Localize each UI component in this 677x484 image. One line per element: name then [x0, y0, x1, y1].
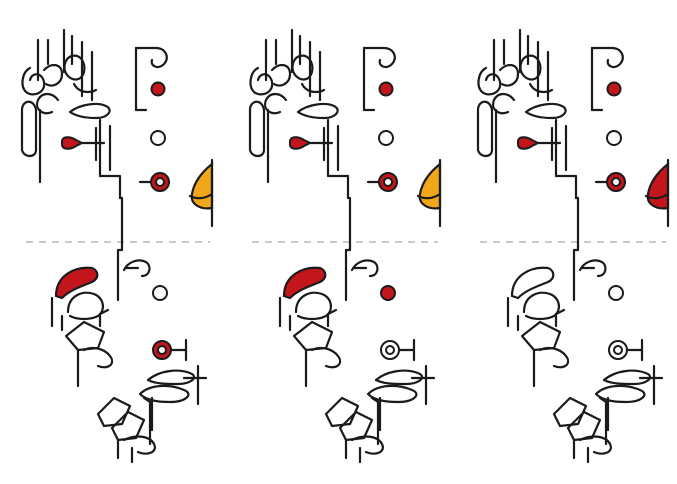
lower-cap	[282, 266, 327, 300]
upper-red-dot	[606, 81, 622, 97]
lower-cap	[54, 266, 99, 300]
upper-side	[418, 161, 442, 210]
lower-dot	[152, 285, 168, 301]
panel-left	[20, 28, 214, 464]
panel-middle	[248, 28, 442, 464]
lower-cap	[510, 266, 555, 300]
upper-red-dot	[378, 81, 394, 97]
upper-side	[190, 161, 214, 210]
lower-dot	[380, 285, 396, 301]
panel-right	[476, 28, 670, 464]
panels-group	[20, 28, 670, 464]
lower-dot	[608, 285, 624, 301]
upper-side	[646, 161, 670, 210]
upper-red-dot	[150, 81, 166, 97]
